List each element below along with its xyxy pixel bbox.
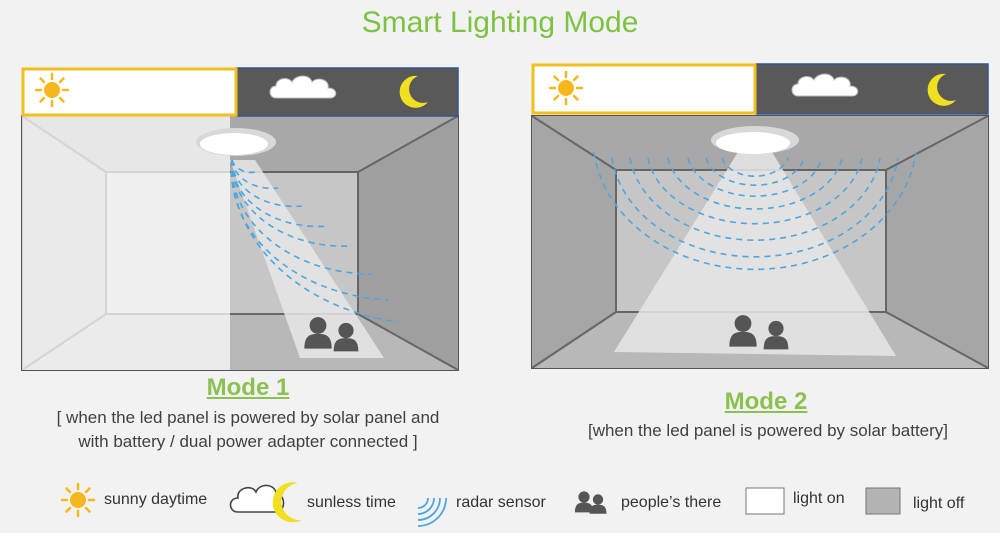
mode1-title: Mode 1 — [206, 374, 290, 401]
radar-waves — [230, 159, 399, 323]
legend-light-on-swatch — [745, 487, 785, 515]
sun-icon — [34, 72, 70, 108]
mode1-panel — [21, 67, 459, 371]
mode1-desc-line1: [ when the led panel is powered by solar… — [56, 408, 440, 427]
mode2-panel — [531, 63, 989, 369]
mode1-description: [ when the led panel is powered by solar… — [0, 406, 496, 454]
sun-icon-mode2 — [548, 70, 584, 106]
legend-moon-icon — [272, 482, 302, 523]
radar-waves-mode2 — [593, 151, 917, 271]
legend-sun-icon — [60, 482, 96, 518]
legend-light-off-label: light off — [913, 495, 965, 512]
legend-sunny-label: sunny daytime — [104, 491, 208, 508]
legend-light-off-swatch — [865, 487, 901, 515]
page-title: Smart Lighting Mode — [361, 6, 639, 39]
mode2-description: [when the led panel is powered by solar … — [587, 421, 949, 440]
legend-people-icon — [574, 491, 607, 514]
legend-light-on-label: light on — [793, 490, 845, 507]
legend-people-label: people’s there — [621, 494, 722, 511]
mode2-title: Mode 2 — [724, 388, 808, 415]
mode1-desc-line2: with battery / dual power adapter connec… — [78, 432, 418, 451]
legend-sunless-label: sunless time — [307, 494, 396, 511]
legend — [60, 482, 901, 527]
legend-cloud-icon — [229, 484, 285, 513]
legend-radar-icon — [417, 497, 447, 527]
legend-radar-label: radar sensor — [456, 494, 546, 511]
